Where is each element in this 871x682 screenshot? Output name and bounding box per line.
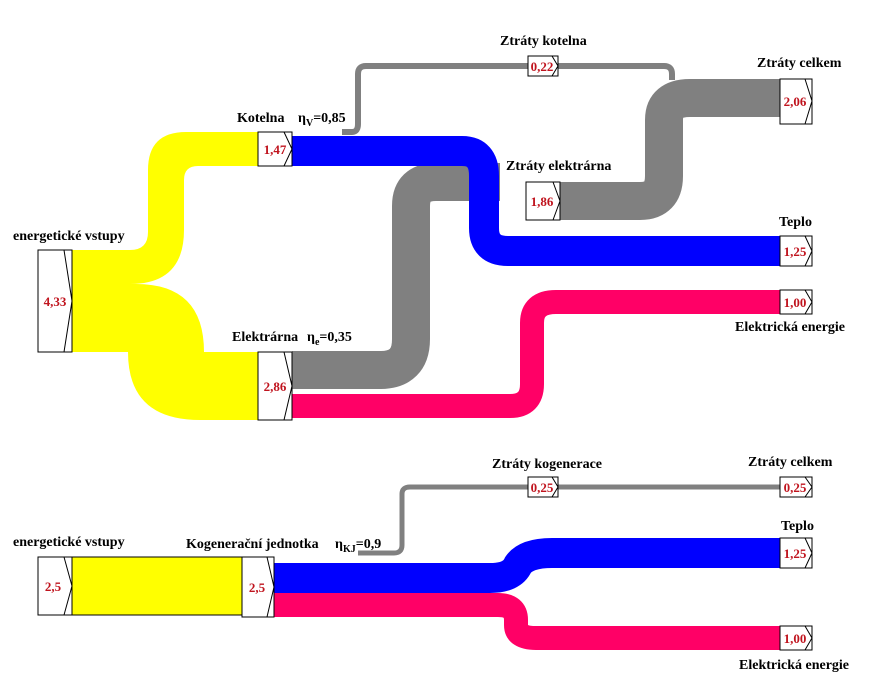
label-electricity-top: Elektrická energie — [735, 320, 845, 335]
flow-input-to-power-plant — [72, 284, 258, 420]
node-heat-top — [779, 235, 813, 267]
flow-input-to-chp — [71, 556, 243, 616]
value-total-losses-bottom: 0,25 — [784, 480, 807, 495]
node-heat-bottom — [779, 537, 813, 569]
label-plant-losses: Ztráty elektrárna — [506, 159, 611, 174]
label-chp-losses: Ztráty kogenerace — [492, 457, 602, 472]
label-electricity-bottom: Elektrická energie — [739, 658, 849, 673]
node-chp — [241, 556, 275, 618]
node-inputs-bottom — [37, 556, 73, 616]
value-boiler: 1,47 — [264, 142, 287, 157]
value-electricity-bottom: 1,00 — [784, 631, 807, 646]
value-total-losses-top: 2,06 — [784, 94, 807, 109]
flow-losses-to-total — [560, 79, 780, 220]
node-boiler — [257, 131, 293, 167]
label-chp-eta: ηKJ=0,9 — [335, 537, 381, 555]
node-plant-losses — [525, 181, 561, 221]
label-heat-top: Teplo — [779, 215, 812, 230]
label-boiler: Kotelna — [237, 111, 284, 126]
node-boiler-losses — [527, 55, 559, 77]
value-inputs-bottom: 2,5 — [45, 579, 62, 594]
value-chp: 2,5 — [249, 580, 266, 595]
label-power-plant: Elektrárna — [232, 330, 298, 345]
flow-electricity-bottom — [274, 593, 780, 650]
label-total-losses-top: Ztráty celkem — [757, 56, 842, 71]
node-power-plant — [257, 351, 293, 421]
node-chp-losses — [527, 476, 559, 498]
label-heat-bottom: Teplo — [781, 519, 814, 534]
label-inputs-top: energetické vstupy — [13, 229, 125, 244]
label-total-losses-bottom: Ztráty celkem — [748, 455, 833, 470]
flow-electricity — [292, 290, 780, 418]
value-boiler-losses: 0,22 — [531, 59, 554, 74]
value-heat-top: 1,25 — [784, 244, 807, 259]
label-chp: Kogenerační jednotka — [186, 537, 319, 552]
flow-boiler-losses — [342, 63, 675, 135]
label-inputs-bottom: energetické vstupy — [13, 535, 125, 550]
label-plant-eta: ηe=0,35 — [307, 330, 352, 348]
value-inputs-top: 4,33 — [44, 294, 67, 309]
value-power-plant: 2,86 — [264, 379, 287, 394]
label-boiler-losses: Ztráty kotelna — [500, 34, 587, 49]
node-total-losses-top — [779, 78, 813, 125]
label-boiler-eta: ηV=0,85 — [298, 111, 346, 129]
flow-chp-losses — [358, 484, 780, 556]
node-total-losses-bottom — [779, 476, 813, 498]
flow-heat-bottom — [274, 538, 780, 593]
value-plant-losses: 1,86 — [531, 194, 554, 209]
node-electricity-bottom — [779, 625, 813, 651]
node-inputs-top — [37, 249, 73, 353]
value-chp-losses: 0,25 — [531, 480, 554, 495]
flow-heat — [292, 136, 780, 266]
flow-plant-losses — [292, 163, 500, 389]
value-heat-bottom: 1,25 — [784, 546, 807, 561]
flow-input-to-boiler — [72, 132, 258, 284]
node-electricity-top — [779, 289, 813, 315]
value-electricity-top: 1,00 — [784, 295, 807, 310]
